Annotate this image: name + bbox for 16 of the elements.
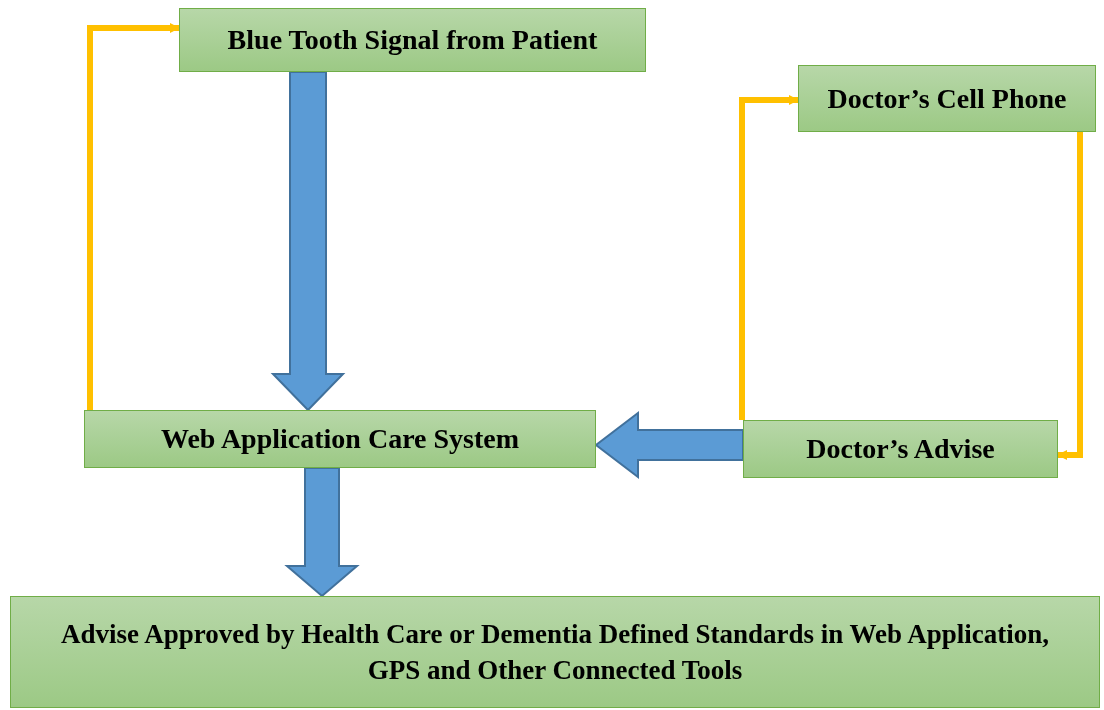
box-label: Blue Tooth Signal from Patient [227,23,598,57]
block-arrow [594,411,744,479]
box-label: Web Application Care System [160,422,520,456]
process-box [10,596,1100,708]
block-arrow [270,71,346,412]
box-label: Advise Approved by Health Care or Dementia Defined Standards in Web Application, GPS and Other Connected Tools [59,617,1051,687]
block-arrow [284,467,360,598]
arrow [1057,132,1083,460]
box-label: Doctor’s Cell Phone [827,81,1067,116]
process-box [798,65,1096,132]
box-label: Doctor’s Advise [806,432,995,466]
process-box [84,410,596,468]
process-box [743,420,1058,478]
process-box [179,8,646,72]
arrow [739,95,799,420]
arrow [87,23,180,410]
